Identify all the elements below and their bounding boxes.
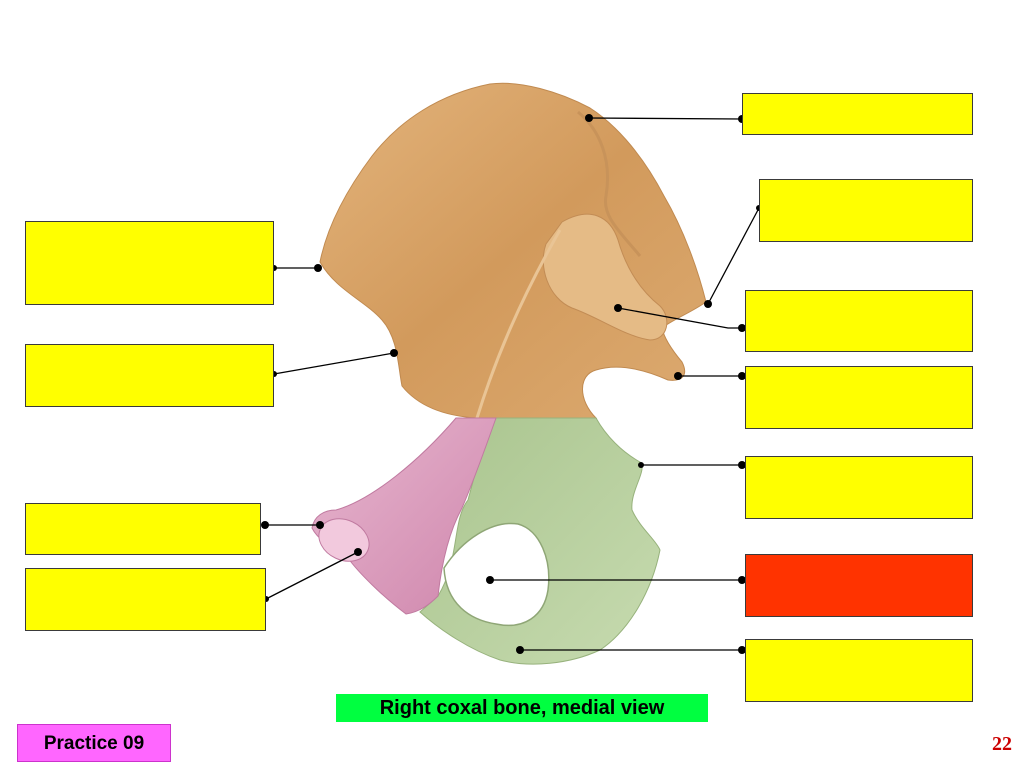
label-box-left-1[interactable] [25, 221, 274, 305]
ilium-region [319, 82, 707, 419]
pubis-region [311, 417, 497, 615]
label-box-left-3[interactable] [25, 503, 261, 555]
iliac-crest [577, 110, 642, 257]
label-box-right-3[interactable] [745, 290, 973, 352]
label-box-left-4[interactable] [25, 568, 266, 631]
diagram-caption: Right coxal bone, medial view [336, 694, 708, 722]
leader-dots [261, 114, 762, 654]
page-number: 22 [992, 733, 1012, 755]
obturator-foramen [443, 522, 550, 627]
label-box-left-2[interactable] [25, 344, 274, 407]
label-box-right-6-highlighted[interactable] [745, 554, 973, 617]
label-box-right-7[interactable] [745, 639, 973, 702]
practice-badge: Practice 09 [17, 724, 171, 762]
label-box-right-5[interactable] [745, 456, 973, 519]
arcuate-line [475, 229, 562, 419]
auricular-surface [542, 213, 668, 341]
label-box-right-2[interactable] [759, 179, 973, 242]
label-box-right-1[interactable] [742, 93, 973, 135]
leader-lines [265, 117, 760, 651]
label-box-right-4[interactable] [745, 366, 973, 429]
